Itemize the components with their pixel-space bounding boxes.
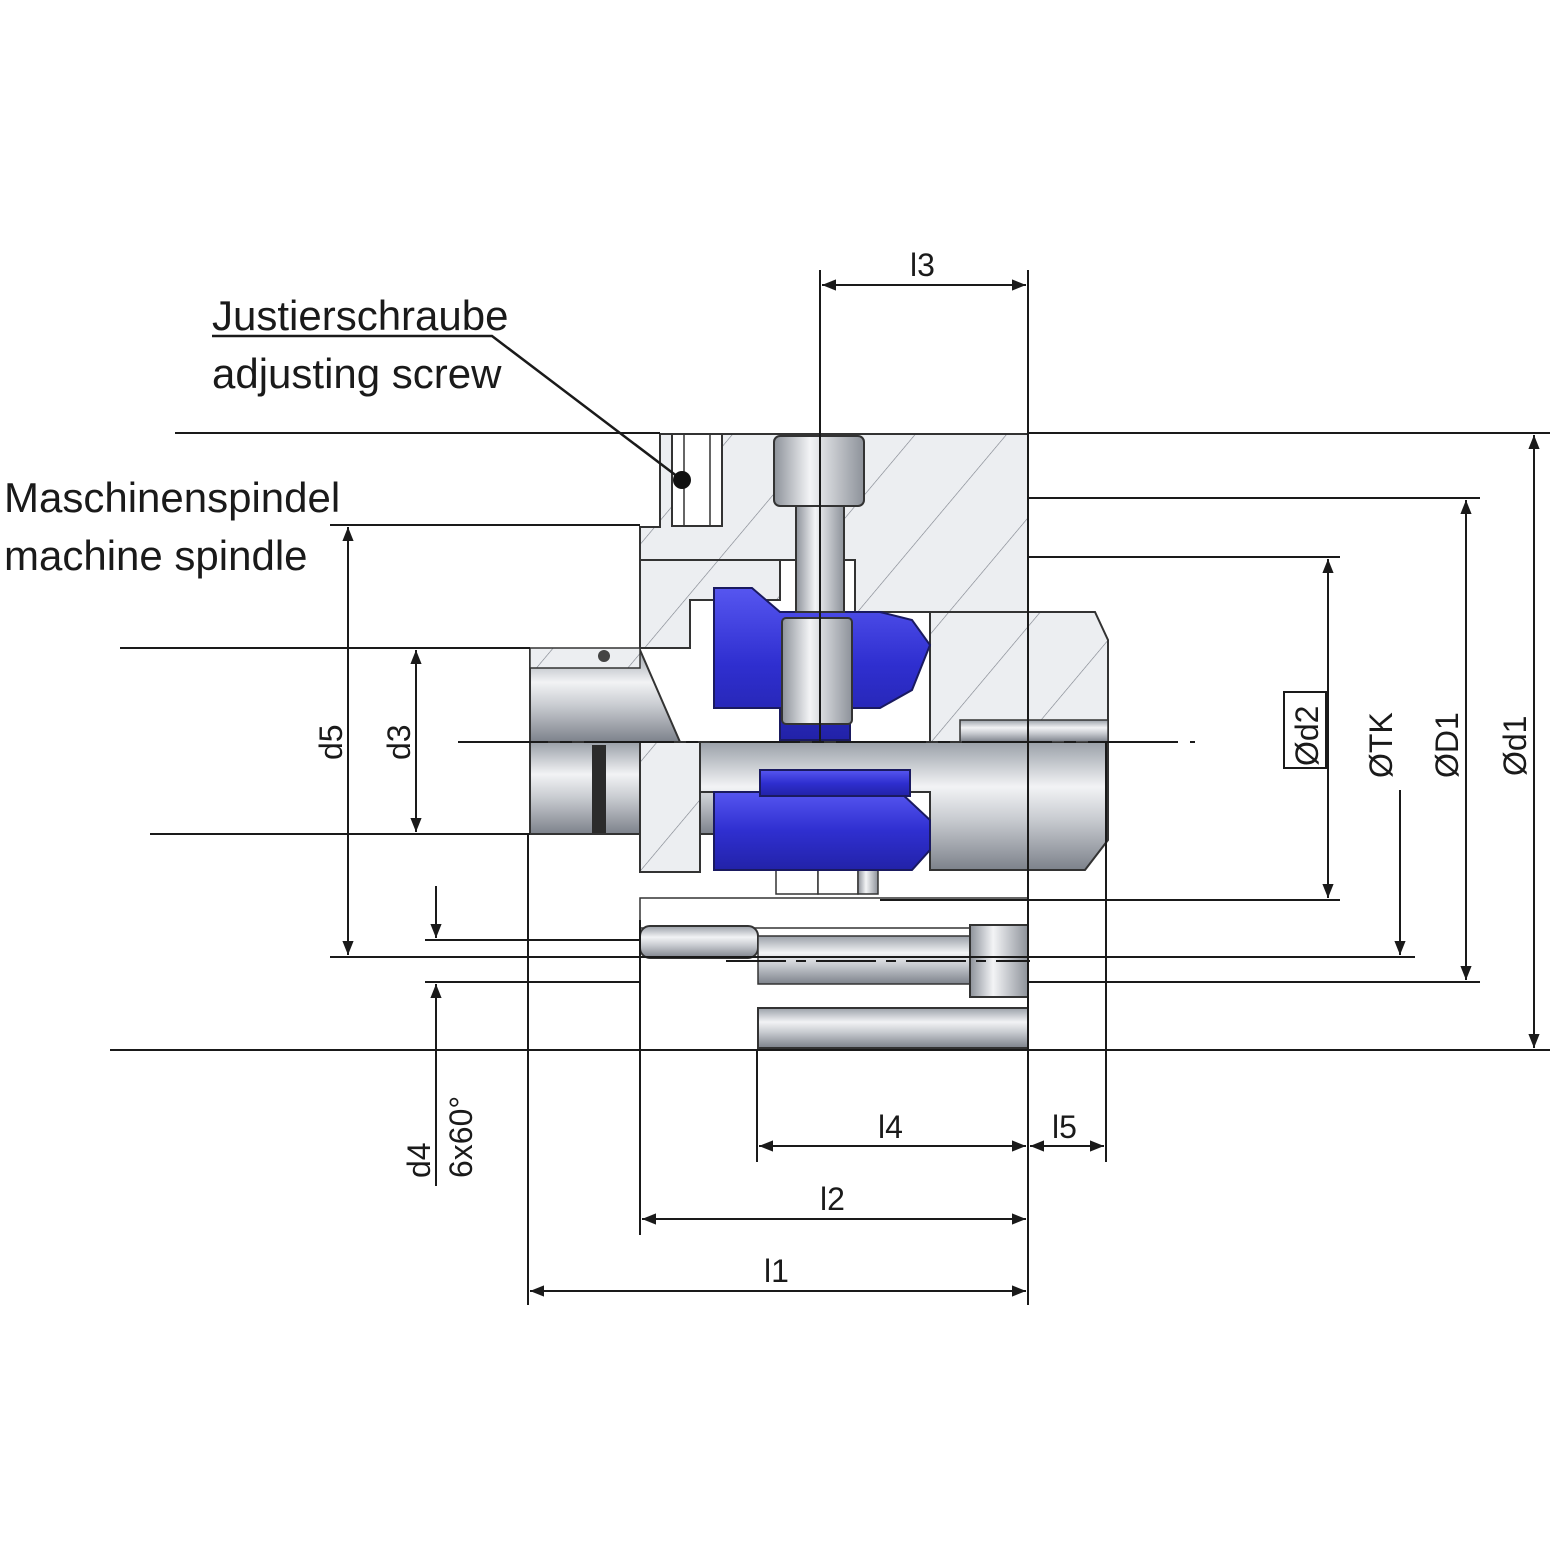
- extension-lines: [110, 270, 1550, 1305]
- dim-l3: l3: [910, 247, 935, 283]
- clamping-screw: [639, 925, 759, 959]
- dim-d3: d3: [381, 724, 417, 760]
- dim-D1: ØD1: [1429, 712, 1465, 778]
- dim-l5: l5: [1052, 1109, 1077, 1145]
- adjusting-screw-dot: [673, 471, 691, 489]
- dim-TK: ØTK: [1363, 712, 1399, 778]
- dim-d1: Ød1: [1497, 716, 1533, 776]
- flange-lower: [639, 897, 1029, 929]
- dim-l2: l2: [820, 1181, 845, 1217]
- label-adjusting-screw-de: Justierschraube: [212, 292, 508, 339]
- label-spindle-en: machine spindle: [4, 532, 308, 579]
- clamping-segments: [713, 587, 932, 871]
- centre-lines: [458, 440, 1195, 962]
- body-section-right: [929, 611, 1109, 743]
- dim-holes: 6x60°: [443, 1096, 479, 1178]
- label-spindle-de: Maschinenspindel: [4, 474, 340, 521]
- label-adjusting-screw-en: adjusting screw: [212, 350, 502, 397]
- labels: Justierschraube adjusting screw Maschine…: [4, 247, 1533, 1289]
- dim-d5: d5: [313, 724, 349, 760]
- dim-d2: Ød2: [1289, 706, 1325, 766]
- o-ring: [592, 745, 606, 833]
- dimension-lines: [342, 279, 1540, 1297]
- dim-l4: l4: [878, 1109, 903, 1145]
- dim-d4: d4: [401, 1142, 437, 1178]
- clamp-segment-lower: [713, 791, 931, 871]
- dim-l1: l1: [764, 1253, 789, 1289]
- d2-frame: [1283, 691, 1327, 769]
- flange-face-ring: [757, 1007, 1029, 1049]
